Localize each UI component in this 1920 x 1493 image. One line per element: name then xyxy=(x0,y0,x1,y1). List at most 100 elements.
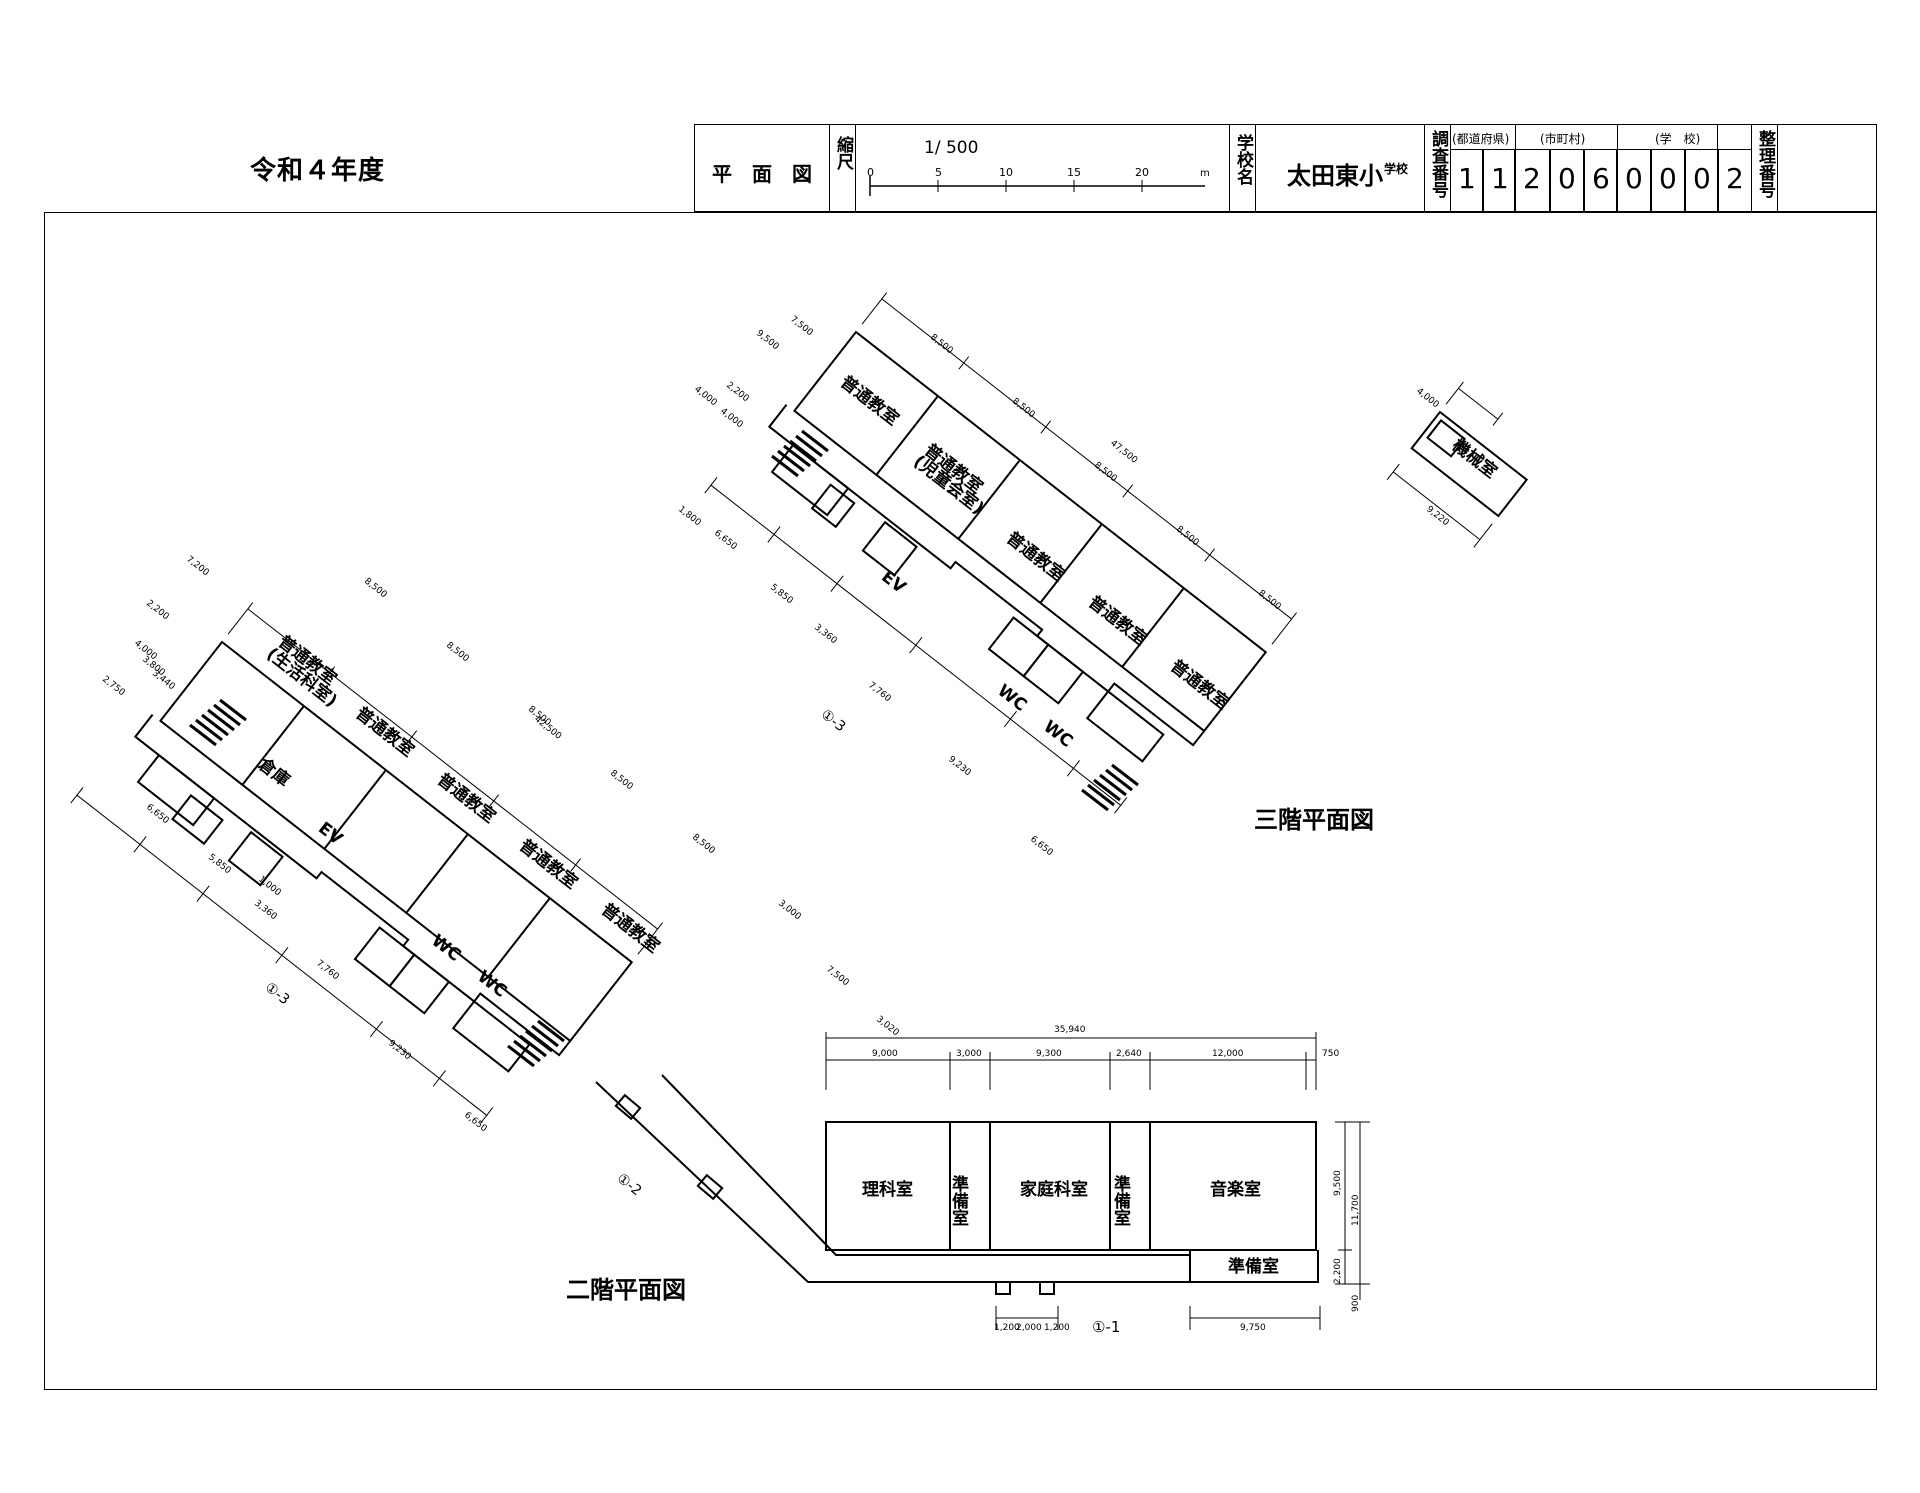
svg-text:5,850: 5,850 xyxy=(768,582,795,606)
floor3-room-3: 普通教室 xyxy=(1002,527,1069,585)
survey-digit-box xyxy=(1617,149,1651,212)
floor3-ev-box xyxy=(861,520,918,577)
survey-digit-box xyxy=(1483,149,1515,212)
survey-digit: 1 xyxy=(1458,162,1476,195)
era-title: 令和４年度 xyxy=(250,156,386,186)
floor2-wing xyxy=(70,602,663,1124)
school-name-label: 学校名 xyxy=(1233,134,1253,185)
survey-digit-box xyxy=(1550,149,1584,212)
survey-digit: 2 xyxy=(1726,162,1744,195)
floor3-marker-13: ①-3 xyxy=(818,706,849,735)
svg-text:1,200: 1,200 xyxy=(1044,1323,1070,1333)
floor3-classroom-band xyxy=(793,330,1268,733)
svg-text:2,640: 2,640 xyxy=(1116,1049,1142,1059)
svg-text:11,700: 11,700 xyxy=(1351,1194,1361,1226)
svg-text:47,500: 47,500 xyxy=(1108,438,1139,465)
floor2-stairs-b xyxy=(451,1000,531,1073)
scale-tick-15: 15 xyxy=(1067,166,1081,179)
scale-tick-5: 5 xyxy=(935,166,942,179)
floor3-stairs-small xyxy=(810,483,856,529)
svg-text:8,500: 8,500 xyxy=(1256,588,1283,612)
svg-text:6,650: 6,650 xyxy=(144,802,171,826)
svg-text:4,000: 4,000 xyxy=(692,384,719,408)
svg-text:3,360: 3,360 xyxy=(812,622,839,646)
survey-digit-box xyxy=(1651,149,1685,212)
svg-text:9,230: 9,230 xyxy=(386,1038,413,1062)
scale-bar: 0 5 10 15 20 m xyxy=(867,166,1210,196)
floor2-connector-corridor xyxy=(595,1081,1318,1283)
survey-digit: 0 xyxy=(1693,162,1711,195)
floor3-stair-hatch-b xyxy=(1081,763,1139,812)
floor3-caption: 三階平面図 xyxy=(1254,806,1374,834)
room-prep-2: 準備室 xyxy=(1110,1174,1131,1226)
svg-text:12,000: 12,000 xyxy=(1212,1049,1244,1059)
floor2-wc1: WC xyxy=(427,931,464,966)
svg-text:7,760: 7,760 xyxy=(314,958,341,982)
drawing-frame xyxy=(44,212,1877,1390)
svg-text:6,650: 6,650 xyxy=(712,528,739,552)
svg-text:7,500: 7,500 xyxy=(788,314,815,338)
svg-text:3,020: 3,020 xyxy=(874,1014,901,1038)
floor2-south-labels: 理科室 準備室 家庭科室 準備室 音楽室 準備室 ①-1 35,940 9,00… xyxy=(862,1025,1361,1336)
management-number-cell xyxy=(1777,124,1877,212)
survey-digit: 0 xyxy=(1659,162,1677,195)
survey-digit: 1 xyxy=(1491,162,1509,195)
svg-text:1,800: 1,800 xyxy=(676,504,703,528)
svg-text:9,750: 9,750 xyxy=(1240,1323,1266,1333)
svg-text:8,500: 8,500 xyxy=(690,832,717,856)
room-prep-1: 準備室 xyxy=(948,1174,969,1226)
svg-text:8,500: 8,500 xyxy=(1010,396,1037,420)
floor2-classroom-band xyxy=(159,640,634,1043)
survey-digit: 0 xyxy=(1625,162,1643,195)
svg-text:3,000: 3,000 xyxy=(776,898,803,922)
scale-tick-0: 0 xyxy=(867,166,874,179)
svg-text:9,300: 9,300 xyxy=(1036,1049,1062,1059)
floor3-stair-hatch-a xyxy=(771,429,829,478)
svg-text:7,200: 7,200 xyxy=(184,554,211,578)
svg-text:1,000: 1,000 xyxy=(256,874,283,898)
svg-text:2,200: 2,200 xyxy=(144,598,171,622)
scale-label: 縮尺 xyxy=(833,136,853,170)
svg-text:4,000: 4,000 xyxy=(718,406,745,430)
svg-text:3,360: 3,360 xyxy=(252,898,279,922)
floor2-storage: 倉庫 xyxy=(254,753,295,791)
floor3-labels: 普通教室 普通教室 (児童会室) 普通教室 普通教室 普通教室 EV WC WC… xyxy=(676,314,1501,858)
room-home-ec: 家庭科室 xyxy=(1020,1179,1088,1200)
floor2-storage-box xyxy=(171,794,224,846)
floor3-wing xyxy=(704,292,1297,814)
room-music: 音楽室 xyxy=(1210,1179,1261,1200)
svg-text:4,000: 4,000 xyxy=(1414,386,1441,410)
svg-text:8,500: 8,500 xyxy=(928,332,955,356)
col-city: (市町村) xyxy=(1540,132,1586,146)
svg-text:2,200: 2,200 xyxy=(724,380,751,404)
scale-unit: m xyxy=(1200,168,1210,179)
floor3-ev: EV xyxy=(877,567,909,599)
col-prefecture: (都道府県) xyxy=(1452,132,1510,146)
floor2-caption: 二階平面図 xyxy=(566,1276,686,1304)
floor2-ev-box xyxy=(227,830,284,887)
survey-digit-box xyxy=(1450,149,1483,212)
svg-text:750: 750 xyxy=(1322,1049,1339,1059)
survey-digit-box xyxy=(1685,149,1718,212)
floor2-labels: 普通教室 (生活科室) 普通教室 普通教室 普通教室 普通教室 倉庫 EV WC… xyxy=(100,554,901,1304)
svg-text:2,750: 2,750 xyxy=(100,674,127,698)
floor2-marker-13: ①-3 xyxy=(262,979,293,1008)
school-name: 太田東小 xyxy=(1287,162,1383,190)
floor2-marker-11: ①-1 xyxy=(1092,1318,1120,1336)
svg-text:8,500: 8,500 xyxy=(1174,524,1201,548)
svg-text:7,760: 7,760 xyxy=(866,680,893,704)
floor3-stairs-a xyxy=(770,443,850,517)
room-science: 理科室 xyxy=(862,1179,913,1200)
floor3-stairs-b xyxy=(1085,690,1165,763)
svg-text:1,200: 1,200 xyxy=(994,1323,1020,1333)
svg-text:8,500: 8,500 xyxy=(1092,460,1119,484)
svg-text:8,500: 8,500 xyxy=(444,640,471,664)
svg-text:5,850: 5,850 xyxy=(206,852,233,876)
survey-digit-box xyxy=(1584,149,1617,212)
scale-value: 1/ 500 xyxy=(924,138,979,158)
floor2-wc2-box xyxy=(388,953,451,1015)
floor2-stair-hatch-b xyxy=(507,1019,565,1068)
svg-text:9,500: 9,500 xyxy=(754,328,781,352)
svg-text:7,500: 7,500 xyxy=(824,964,851,988)
machine-room-label: 機械室 xyxy=(1448,435,1501,483)
